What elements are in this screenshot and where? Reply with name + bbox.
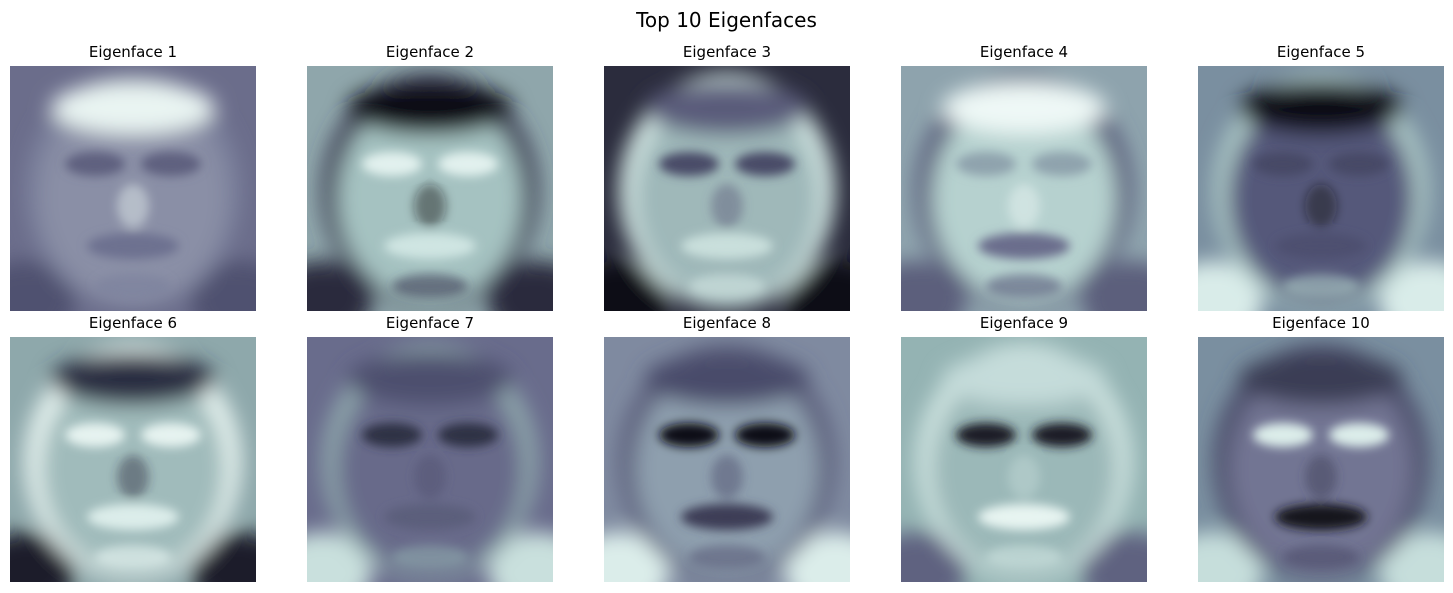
chin	[689, 274, 765, 298]
mouth	[681, 233, 773, 259]
nose	[1008, 455, 1040, 499]
panel-eigenface-6: Eigenface 6	[10, 313, 256, 582]
forehead-band	[942, 353, 1106, 405]
chin	[392, 274, 468, 298]
nose	[711, 184, 743, 228]
chin	[689, 545, 765, 569]
panel-title: Eigenface 4	[979, 43, 1069, 61]
panel-title: Eigenface 2	[385, 43, 475, 61]
eye-left	[65, 152, 125, 176]
panel-eigenface-3: Eigenface 3	[604, 42, 850, 311]
mouth	[1275, 233, 1367, 259]
eye-left	[1253, 152, 1313, 176]
eigenface-image	[10, 337, 256, 582]
mouth	[681, 504, 773, 530]
figure-title: Top 10 Eigenfaces	[636, 8, 817, 32]
eye-right	[438, 423, 498, 447]
forehead-band	[51, 82, 215, 134]
eye-left	[65, 423, 125, 447]
chin	[95, 274, 171, 298]
panel-title: Eigenface 1	[88, 43, 178, 61]
forehead-band	[348, 353, 512, 405]
mouth	[87, 233, 179, 259]
panel-eigenface-8: Eigenface 8	[604, 313, 850, 582]
eigenface-image	[901, 66, 1147, 311]
forehead-band	[348, 82, 512, 134]
chin	[1283, 274, 1359, 298]
eigenface-image	[307, 66, 553, 311]
forehead-band	[645, 353, 809, 405]
forehead-band	[942, 82, 1106, 134]
chin	[1283, 545, 1359, 569]
nose	[711, 455, 743, 499]
nose	[1305, 455, 1337, 499]
eye-left	[956, 423, 1016, 447]
chin	[986, 545, 1062, 569]
panel-eigenface-9: Eigenface 9	[901, 313, 1147, 582]
nose	[1305, 184, 1337, 228]
forehead-band	[51, 353, 215, 405]
eye-right	[735, 152, 795, 176]
eye-left	[362, 423, 422, 447]
eye-right	[735, 423, 795, 447]
panel-title: Eigenface 8	[682, 314, 772, 332]
panel-title: Eigenface 10	[1272, 314, 1370, 332]
eye-right	[141, 152, 201, 176]
panel-eigenface-4: Eigenface 4	[901, 42, 1147, 311]
nose	[414, 455, 446, 499]
forehead-band	[645, 82, 809, 134]
nose	[117, 184, 149, 228]
eye-left	[659, 423, 719, 447]
mouth	[1275, 504, 1367, 530]
eye-right	[1032, 423, 1092, 447]
chin	[986, 274, 1062, 298]
eigenface-image	[1198, 337, 1444, 582]
eye-left	[362, 152, 422, 176]
panel-eigenface-7: Eigenface 7	[307, 313, 553, 582]
nose	[117, 455, 149, 499]
eigenface-image	[1198, 66, 1444, 311]
panel-title: Eigenface 3	[682, 43, 772, 61]
mouth	[87, 504, 179, 530]
panel-title: Eigenface 7	[385, 314, 475, 332]
eye-left	[956, 152, 1016, 176]
panel-eigenface-2: Eigenface 2	[307, 42, 553, 311]
eye-left	[659, 152, 719, 176]
eye-right	[141, 423, 201, 447]
forehead-band	[1239, 82, 1403, 134]
mouth	[978, 233, 1070, 259]
panel-eigenface-5: Eigenface 5	[1198, 42, 1444, 311]
eye-right	[1032, 152, 1092, 176]
eigenface-image	[604, 337, 850, 582]
eye-right	[1329, 152, 1389, 176]
panel-eigenface-10: Eigenface 10	[1198, 313, 1444, 582]
mouth	[978, 504, 1070, 530]
panel-title: Eigenface 5	[1276, 43, 1366, 61]
eye-left	[1253, 423, 1313, 447]
eye-right	[1329, 423, 1389, 447]
panel-eigenface-1: Eigenface 1	[10, 42, 256, 311]
eigenface-image	[901, 337, 1147, 582]
eigenface-image	[604, 66, 850, 311]
panel-title: Eigenface 9	[979, 314, 1069, 332]
chin	[392, 545, 468, 569]
forehead-band	[1239, 353, 1403, 405]
chin	[95, 545, 171, 569]
mouth	[384, 504, 476, 530]
panel-title: Eigenface 6	[88, 314, 178, 332]
eye-right	[438, 152, 498, 176]
nose	[1008, 184, 1040, 228]
eigenface-image	[10, 66, 256, 311]
eigenface-image	[307, 337, 553, 582]
mouth	[384, 233, 476, 259]
nose	[414, 184, 446, 228]
